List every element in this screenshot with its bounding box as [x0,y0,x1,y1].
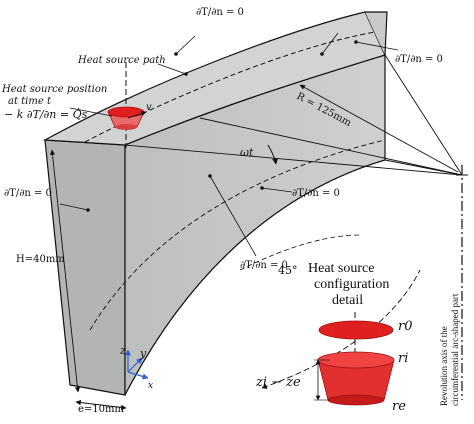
detail-title-line3: detail [332,293,363,308]
height-label: H=40mm [16,254,65,265]
detail-title-line2: configuration [314,277,389,292]
re-label: re [392,399,406,414]
heat-source-detail [314,312,395,406]
flux-condition-label: − k ∂T/∂n = Q̇s [4,108,88,121]
local-axes: z y x [119,344,153,391]
axis-z-label: z [119,344,126,357]
axis-y-label: y [139,347,147,360]
angle-label: 45° [278,264,298,277]
revolution-axis-label-1: Revolution axis of the [439,326,449,406]
detail-title-line1: Heat source [308,261,374,276]
axis-x-label: x [148,381,153,391]
heat-source-position-label: Heat source position [1,84,107,95]
bc-top-label: ∂T/∂n = 0 [196,7,244,18]
r0-label: r0 [398,319,413,334]
ri-label: ri [398,351,408,366]
bc-bottom-label: ∂T/∂n = 0 [240,260,288,271]
velocity-label: v [146,102,152,113]
heat-source-path-label: Heat source path [77,55,166,66]
bc-front-right-label: ∂T/∂n = 0 [292,188,340,199]
zi-ze-label: zi − ze [255,375,301,390]
construction-lines [124,54,468,400]
bc-left-label: ∂T/∂n = 0 [4,188,52,199]
dimension-lines [49,149,127,411]
heat-source [107,62,147,148]
leader-lines [59,32,399,257]
end-face [44,139,126,396]
bc-right-label: ∂T/∂n = 0 [395,54,443,65]
heat-source-time-label: at time t [8,96,52,107]
revolution-axis-label-2: circumferential arc-shaped part [450,293,460,406]
thickness-label: e=10mm [78,404,125,415]
angular-label: ωt [240,146,254,159]
